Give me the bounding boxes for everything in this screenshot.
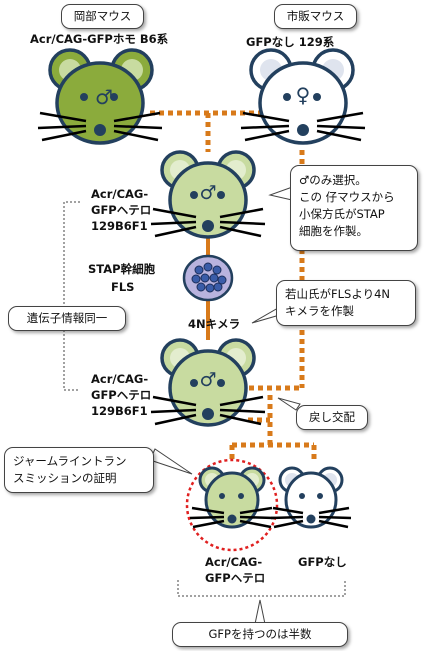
chimera-f1-label-line3: 129B6F1 (91, 404, 148, 418)
offspring-bracket (177, 580, 346, 597)
okabe-mouse-icon (37, 48, 163, 145)
callout-wakayama-line2: キメラを作製 (285, 304, 354, 318)
callout-germline: ジャームライントラン スミッションの証明 (4, 447, 154, 493)
male-symbol-chimera: ♂ (199, 369, 216, 391)
commercial-strain-label: GFPなし 129系 (246, 35, 335, 49)
chimera-label: 4Nキメラ (188, 317, 241, 331)
callout-backcross: 戻し交配 (296, 405, 368, 430)
callout-male-select-line1: ♂のみ選択。 (299, 173, 367, 187)
stap-label-line2: FLS (111, 280, 135, 294)
f1-label-line2: GFPヘテロ (91, 203, 152, 217)
germline-highlight-circle (185, 458, 279, 552)
stap-cell-icon (182, 254, 234, 302)
f1-label-line1: Acr/CAG- (91, 187, 149, 201)
offspring-gfp-mouse-icon (189, 466, 275, 529)
callout-wakayama: 若山氏がFLSより4N キメラを作製 (276, 280, 416, 326)
callout-tail-germline (149, 448, 193, 475)
genetic-bracket (63, 201, 80, 391)
callout-male-select-line3: 小保方氏がSTAP (299, 207, 385, 221)
stap-label-line1: STAP幹細胞 (88, 262, 156, 276)
f1-label-line3: 129B6F1 (91, 219, 148, 233)
callout-wakayama-line1: 若山氏がFLSより4N (285, 287, 391, 301)
callout-genetic-same: 遺伝子情報同一 (8, 306, 126, 331)
callout-male-select-line4: 細胞を作製。 (299, 224, 368, 238)
f1-mouse-icon (150, 150, 266, 239)
offspring-nogfp-mouse-icon (270, 466, 352, 529)
male-symbol-okabe: ♂ (95, 85, 113, 109)
chimera-f1-label-line2: GFPヘテロ (91, 388, 152, 402)
commercial-mouse-icon (240, 48, 366, 145)
callout-germline-line2: スミッションの証明 (13, 471, 117, 485)
offspring-gfp-label-line2: GFPヘテロ (205, 571, 266, 585)
callout-half-gfp: GFPを持つのは半数 (172, 622, 348, 647)
offspring-gfp-label-line1: Acr/CAG- (205, 555, 263, 569)
callout-tail-half (254, 599, 266, 625)
female-symbol-commercial: ♀ (296, 83, 311, 107)
chimera-f1-label-line1: Acr/CAG- (91, 372, 149, 386)
callout-male-select-line2: この 仔マウスから (299, 190, 395, 204)
commercial-label-box: 市販マウス (274, 4, 357, 29)
male-symbol-f1: ♂ (199, 182, 216, 204)
chimera-mouse-icon (150, 338, 266, 427)
callout-male-select: ♂のみ選択。 この 仔マウスから 小保方氏がSTAP 細胞を作製。 (290, 165, 418, 251)
offspring-nogfp-label: GFPなし (298, 555, 347, 569)
okabe-strain-label: Acr/CAG-GFPホモ B6系 (30, 32, 169, 46)
okabe-label-box: 岡部マウス (61, 4, 144, 29)
callout-germline-line1: ジャームライントラン (13, 454, 127, 468)
